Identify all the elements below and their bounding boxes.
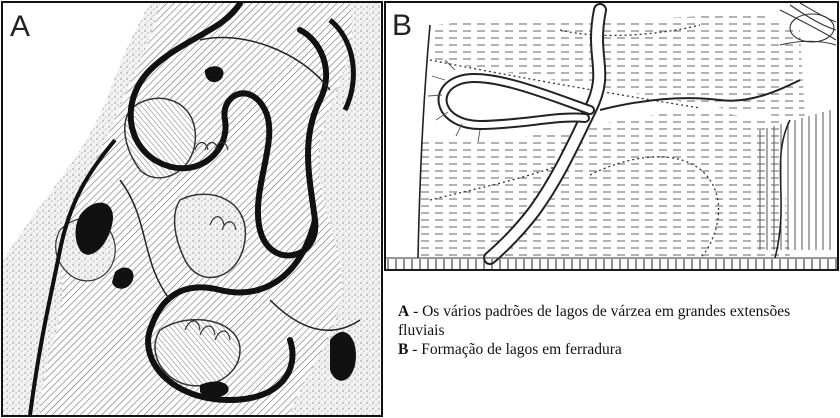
panel-a-letter: A (10, 10, 30, 43)
panel-b-letter: B (392, 9, 412, 42)
caption-line-b: B - Formação de lagos em ferradura (398, 340, 828, 359)
caption-b-text: - Formação de lagos em ferradura (408, 341, 621, 358)
caption-line-a: A - Os vários padrões de lagos de várzea… (398, 302, 828, 340)
caption-a-text: - Os vários padrões de lagos de várzea e… (398, 303, 790, 339)
panel-b: B (385, 2, 838, 270)
caption-a-key: A (398, 303, 409, 320)
lake-4 (200, 381, 229, 397)
caption-b-key: B (398, 341, 408, 358)
panel-a: A (2, 2, 382, 416)
figure-caption: A - Os vários padrões de lagos de várzea… (398, 302, 828, 359)
